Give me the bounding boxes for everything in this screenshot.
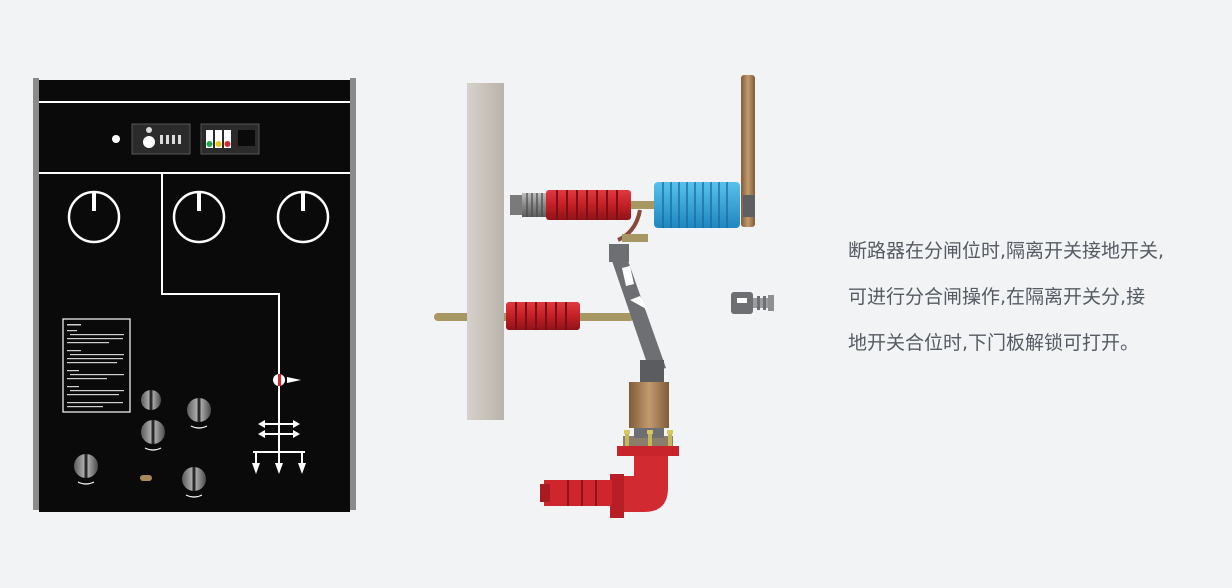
description-line: 可进行分合闸操作,在隔离开关分,接 (848, 286, 1146, 308)
panel-left-edge (33, 78, 39, 510)
description-text: 断路器在分闸位时,隔离开关接地开关, 可进行分合闸操作,在隔离开关分,接 地开关… (848, 228, 1220, 366)
mechanism-diagram (434, 75, 755, 518)
panel-body (39, 80, 350, 512)
partition-wall (467, 83, 504, 420)
mimic-diagram (161, 173, 305, 464)
steel-spring (522, 193, 546, 217)
indicator-led-icon (112, 135, 120, 143)
lock-knob (141, 390, 161, 410)
arrow-icon (258, 420, 300, 438)
description-line: 地开关合位时,下门板解锁可打开。 (848, 332, 1140, 354)
lock-knob (187, 398, 211, 429)
vacuum-interrupter-bellows (654, 182, 740, 228)
contact-base (510, 195, 524, 215)
breaker-symbol-bar (278, 374, 281, 386)
dial-icon (67, 190, 121, 244)
arrow-icon (287, 377, 301, 383)
dial-icon (172, 190, 226, 244)
indicator-led-icon (206, 141, 213, 147)
contact-shaft (631, 201, 655, 209)
key-icon (731, 292, 774, 314)
lock-knob (74, 454, 98, 485)
lower-insulator (506, 302, 580, 330)
linkage-arm (609, 244, 666, 382)
arrow-icon (252, 463, 306, 474)
indicator-led-icon (215, 141, 222, 147)
upper-insulator (546, 190, 631, 220)
lock-knob (141, 420, 165, 451)
panel-right-edge (350, 78, 356, 510)
elbow-cable-terminal (540, 446, 679, 518)
instruction-label (62, 318, 131, 413)
position-indicator (200, 123, 260, 155)
switchgear-panel (33, 78, 356, 512)
dial-icon (276, 190, 330, 244)
pivot-pin (622, 234, 648, 242)
vertical-conductor (741, 75, 755, 227)
vertical-conductor-clamp (743, 195, 755, 217)
indicator-led-icon (224, 141, 231, 147)
description-line: 断路器在分闸位时,隔离开关接地开关, (848, 240, 1165, 262)
operation-counter (131, 123, 191, 155)
bushing-column (623, 382, 673, 448)
lock-knob (182, 467, 206, 498)
keyhole (140, 475, 152, 481)
flex-connector (617, 209, 642, 242)
